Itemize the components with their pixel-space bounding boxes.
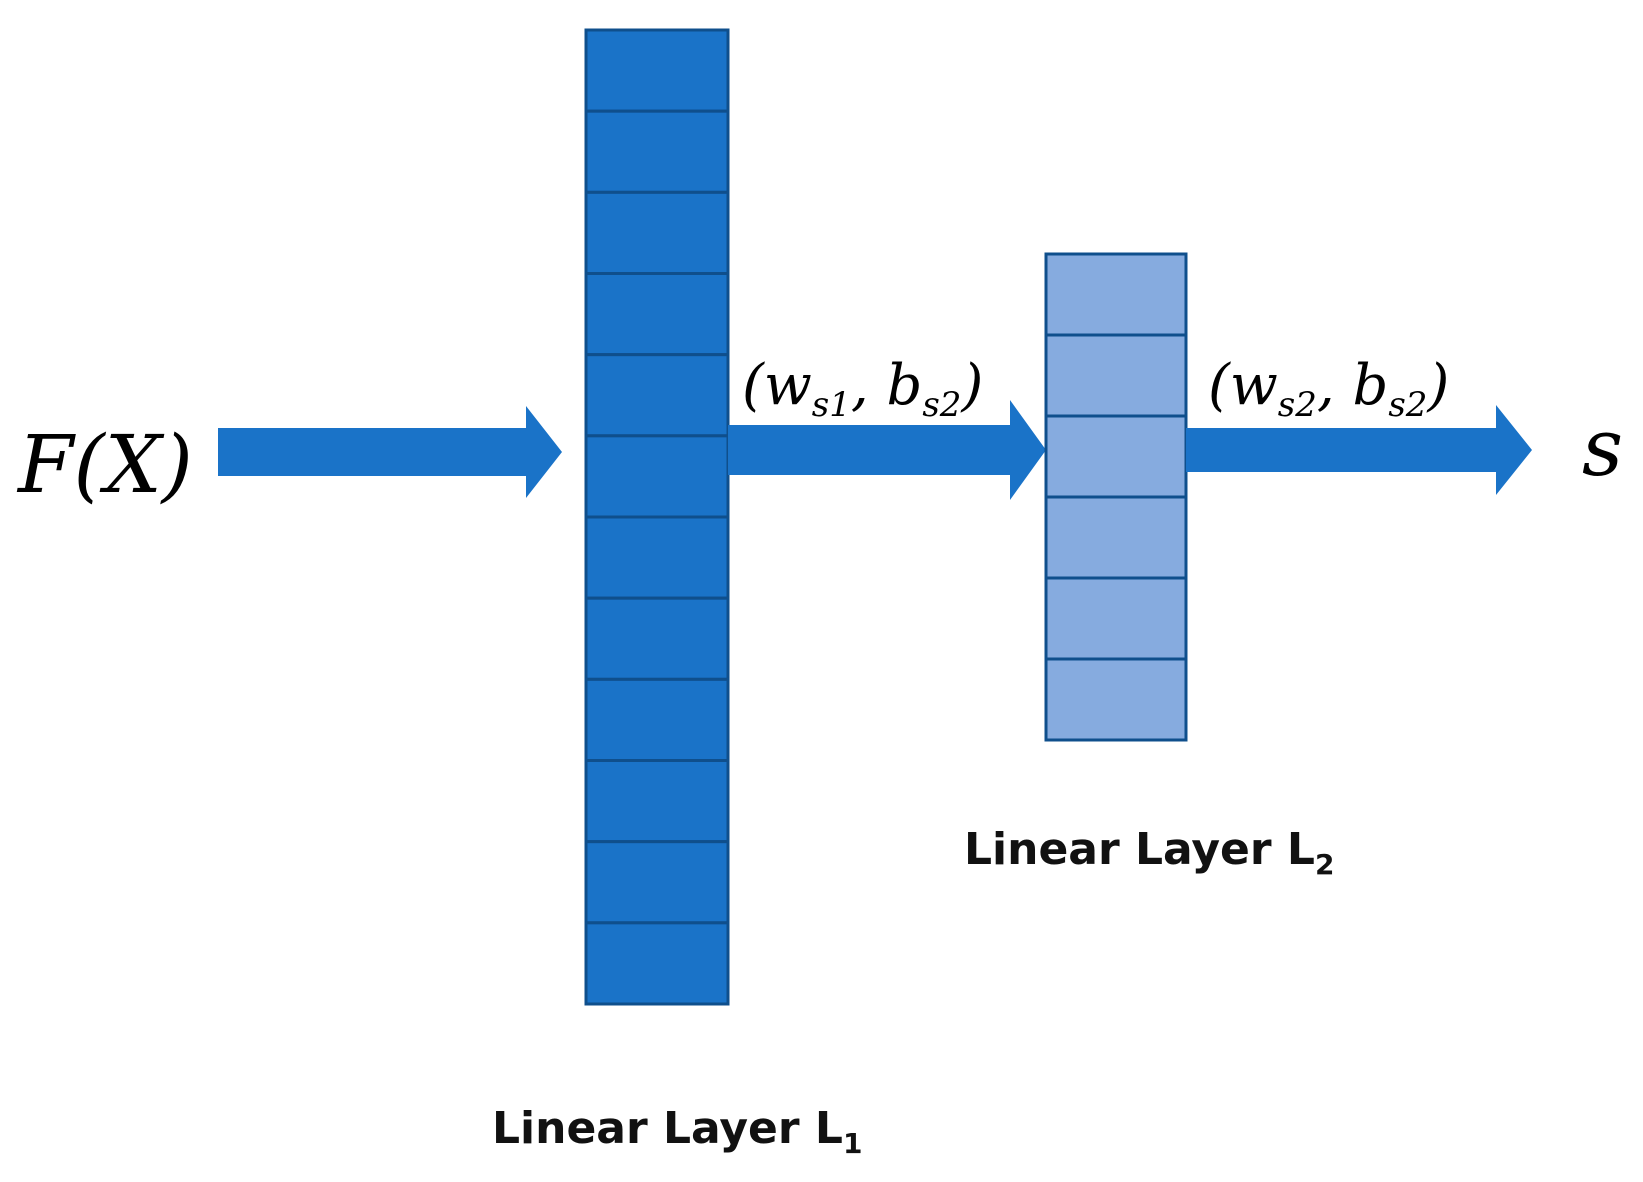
output-label: s: [1582, 401, 1623, 494]
arrow-l1-to-l2: [728, 400, 1046, 500]
weight-subscript: s1: [812, 385, 851, 425]
bias-symbol: b: [887, 353, 923, 418]
l1-unit-2: [584, 109, 730, 194]
layer-l2-caption: Linear Layer L2: [964, 824, 1334, 881]
l1-unit-7: [584, 515, 730, 600]
l2-unit-4: [1044, 495, 1188, 580]
l2-unit-1: [1044, 252, 1188, 337]
l1-unit-6: [584, 434, 730, 519]
paren-close: ): [960, 353, 983, 418]
l2-unit-5: [1044, 576, 1188, 661]
linear-layer-l1: [584, 28, 730, 1006]
caption-text: Linear Layer L: [492, 1103, 843, 1154]
l1-unit-5: [584, 353, 730, 438]
paren-open: (: [742, 353, 765, 418]
paren-open: (: [1208, 353, 1231, 418]
weight-symbol: w: [1230, 353, 1278, 418]
l1-unit-3: [584, 190, 730, 275]
l1-unit-8: [584, 596, 730, 681]
l2-unit-6: [1044, 657, 1188, 742]
bias-symbol: b: [1353, 353, 1389, 418]
separator: ,: [1317, 353, 1353, 418]
weight-subscript: s2: [1278, 385, 1317, 425]
l1-unit-4: [584, 272, 730, 357]
bias-subscript: s2: [1388, 385, 1427, 425]
l1-unit-12: [584, 921, 730, 1006]
layer-l1-caption: Linear Layer L1: [492, 1103, 862, 1160]
params-label-first: (ws1, bs2): [742, 353, 983, 425]
l1-unit-10: [584, 759, 730, 844]
params-label-second: (ws2, bs2): [1208, 353, 1449, 425]
linear-layer-l2: [1044, 252, 1188, 742]
arrow-input-to-l1: [218, 406, 562, 498]
paren-close: ): [1426, 353, 1449, 418]
caption-subscript: 2: [1315, 848, 1334, 881]
l1-unit-9: [584, 677, 730, 762]
input-label: F(X): [16, 418, 193, 511]
l1-unit-11: [584, 840, 730, 925]
caption-text: Linear Layer L: [964, 824, 1315, 875]
arrow-l2-to-output: [1186, 405, 1532, 495]
bias-subscript: s2: [922, 385, 961, 425]
l1-unit-1: [584, 28, 730, 113]
l2-unit-3: [1044, 414, 1188, 499]
caption-subscript: 1: [843, 1127, 862, 1160]
weight-symbol: w: [764, 353, 812, 418]
separator: ,: [851, 353, 887, 418]
l2-unit-2: [1044, 333, 1188, 418]
